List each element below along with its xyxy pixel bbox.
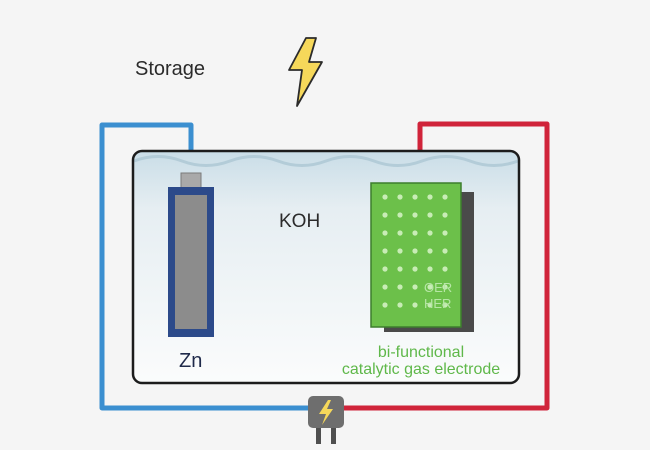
catalyst-dot <box>382 212 388 218</box>
catalyst-dot <box>427 248 433 254</box>
catalyst-dot <box>397 248 403 254</box>
catalyst-dot <box>397 266 403 272</box>
negative-wire <box>99 122 318 411</box>
liquid-surface <box>133 155 519 167</box>
catalyst-dot <box>382 194 388 200</box>
electrolyte-label: KOH <box>279 211 321 232</box>
catalyst-dot <box>397 230 403 236</box>
catalyst-dot <box>382 302 388 308</box>
power-plug-icon <box>308 396 344 444</box>
catalyst-dot <box>397 212 403 218</box>
oer-label: OER <box>424 280 453 295</box>
catalyst-dot <box>442 194 448 200</box>
lightning-bolt-icon <box>288 37 323 107</box>
catalyst-dot <box>442 284 448 290</box>
positive-wire <box>338 121 550 411</box>
catalyst-dot <box>412 266 418 272</box>
zinc-electrode <box>168 172 214 337</box>
catalyst-dot <box>427 194 433 200</box>
catalyst-dot <box>412 302 418 308</box>
catalyst-dot <box>412 194 418 200</box>
catalyst-dot <box>382 266 388 272</box>
catalyst-dot <box>412 230 418 236</box>
catalyst-dot <box>442 302 448 308</box>
catalyst-dot <box>442 212 448 218</box>
catalyst-dot <box>412 248 418 254</box>
catalyst-dot <box>382 284 388 290</box>
diagram-title: Storage <box>135 58 206 80</box>
gas-electrode <box>370 182 474 332</box>
catalyst-dots <box>382 194 448 308</box>
catalyst-dot <box>397 302 403 308</box>
catalyst-dot <box>412 284 418 290</box>
catalyst-dot <box>427 302 433 308</box>
catalyst-dot <box>397 194 403 200</box>
catalyst-dot <box>397 284 403 290</box>
catalyst-dot <box>382 230 388 236</box>
catalyst-dot <box>427 212 433 218</box>
catalyst-dot <box>412 212 418 218</box>
catalyst-dot <box>427 284 433 290</box>
cathode-label-line2: catalytic gas electrode <box>341 361 501 378</box>
catalyst-dot <box>427 230 433 236</box>
her-label: HER <box>424 296 452 311</box>
anode-label: Zn <box>179 350 203 372</box>
catalyst-dot <box>427 266 433 272</box>
catalyst-dot <box>382 248 388 254</box>
cathode-label-line1: bi-functional <box>377 344 465 361</box>
catalyst-dot <box>442 266 448 272</box>
catalyst-dot <box>442 230 448 236</box>
catalyst-dot <box>442 248 448 254</box>
